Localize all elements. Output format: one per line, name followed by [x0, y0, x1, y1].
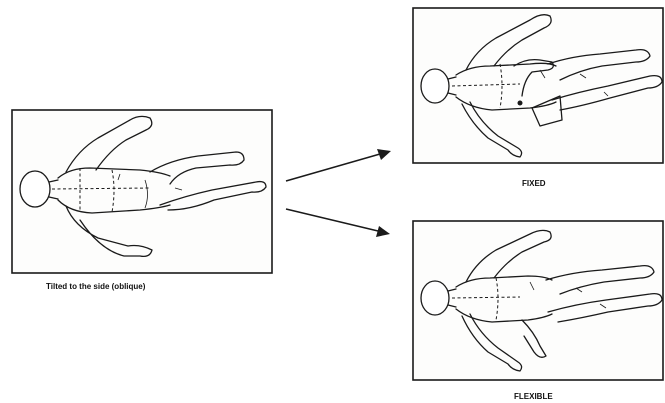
- flexible-panel: FLEXIBLE: [413, 221, 663, 401]
- oblique-mat: [12, 110, 272, 273]
- fixed-head: [421, 69, 449, 103]
- arrow-to-flexible: [286, 209, 390, 237]
- flexible-head: [421, 281, 449, 315]
- fixed-caption: FIXED: [522, 179, 546, 188]
- flexible-caption: FLEXIBLE: [514, 392, 553, 401]
- oblique-caption: Tilted to the side (oblique): [46, 282, 146, 291]
- arrow-to-fixed: [286, 149, 391, 181]
- oblique-panel: Tilted to the side (oblique): [12, 110, 272, 291]
- oblique-head: [20, 171, 50, 207]
- fixed-panel: FIXED: [413, 8, 663, 188]
